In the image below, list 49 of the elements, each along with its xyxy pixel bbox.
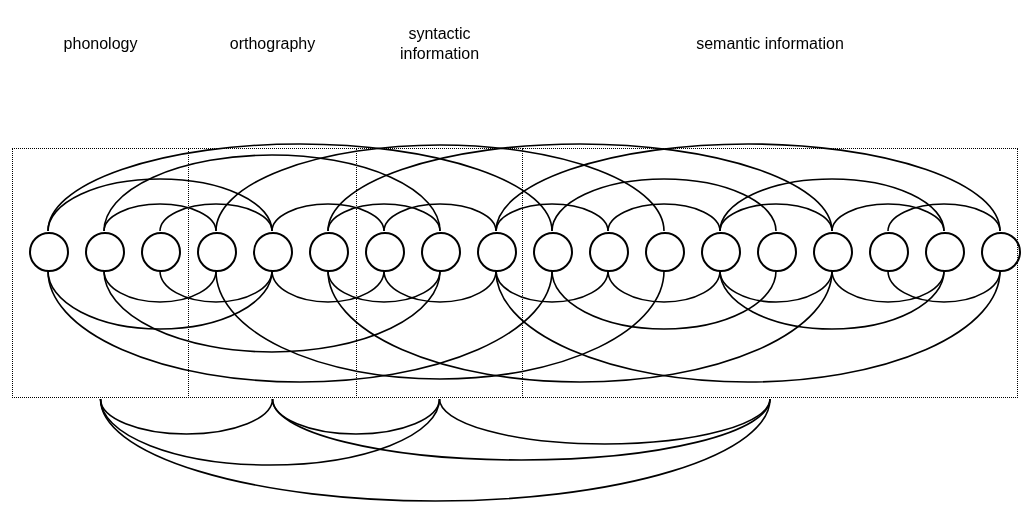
link-ellipse bbox=[271, 203, 385, 303]
band-heading: orthography bbox=[229, 34, 316, 54]
dotted-band bbox=[12, 148, 189, 398]
dotted-band bbox=[522, 148, 1018, 398]
link-ellipse bbox=[159, 203, 273, 303]
node-circle bbox=[533, 232, 573, 272]
band-heading: phonology bbox=[63, 34, 138, 54]
link-ellipse bbox=[47, 143, 553, 383]
link-ellipse bbox=[327, 143, 833, 383]
node-circle bbox=[869, 232, 909, 272]
link-ellipse bbox=[103, 203, 217, 303]
link-ellipse bbox=[551, 178, 777, 330]
link-ellipse bbox=[495, 143, 1001, 383]
dotted-band bbox=[356, 148, 523, 398]
link-ellipse bbox=[47, 178, 273, 330]
node-circle bbox=[589, 232, 629, 272]
node-circle bbox=[813, 232, 853, 272]
bracket-arc bbox=[271, 398, 771, 461]
node-circle bbox=[197, 232, 237, 272]
node-circle bbox=[925, 232, 965, 272]
bracket-arc bbox=[99, 398, 441, 466]
node-circle bbox=[29, 232, 69, 272]
node-circle bbox=[757, 232, 797, 272]
node-circle bbox=[141, 232, 181, 272]
link-ellipse bbox=[495, 203, 609, 303]
node-circle bbox=[701, 232, 741, 272]
dotted-band bbox=[188, 148, 357, 398]
node-circle bbox=[981, 232, 1021, 272]
band-heading: syntactic information bbox=[398, 24, 481, 64]
link-ellipse bbox=[327, 203, 441, 303]
link-ellipse bbox=[887, 203, 1001, 303]
bracket-arc bbox=[438, 398, 771, 445]
node-circle bbox=[253, 232, 293, 272]
node-circle bbox=[645, 232, 685, 272]
link-ellipse bbox=[215, 144, 665, 380]
bracket-arc bbox=[99, 398, 771, 502]
link-ellipse bbox=[103, 154, 441, 353]
link-ellipse bbox=[719, 203, 833, 303]
node-circle bbox=[309, 232, 349, 272]
node-circle bbox=[477, 232, 517, 272]
link-ellipse bbox=[719, 178, 945, 330]
link-ellipse bbox=[607, 203, 721, 303]
link-ellipse bbox=[831, 203, 945, 303]
node-circle bbox=[421, 232, 461, 272]
link-ellipse bbox=[383, 203, 497, 303]
node-circle bbox=[365, 232, 405, 272]
band-heading: semantic information bbox=[696, 34, 844, 54]
bracket-arc bbox=[99, 398, 274, 435]
node-circle bbox=[85, 232, 125, 272]
